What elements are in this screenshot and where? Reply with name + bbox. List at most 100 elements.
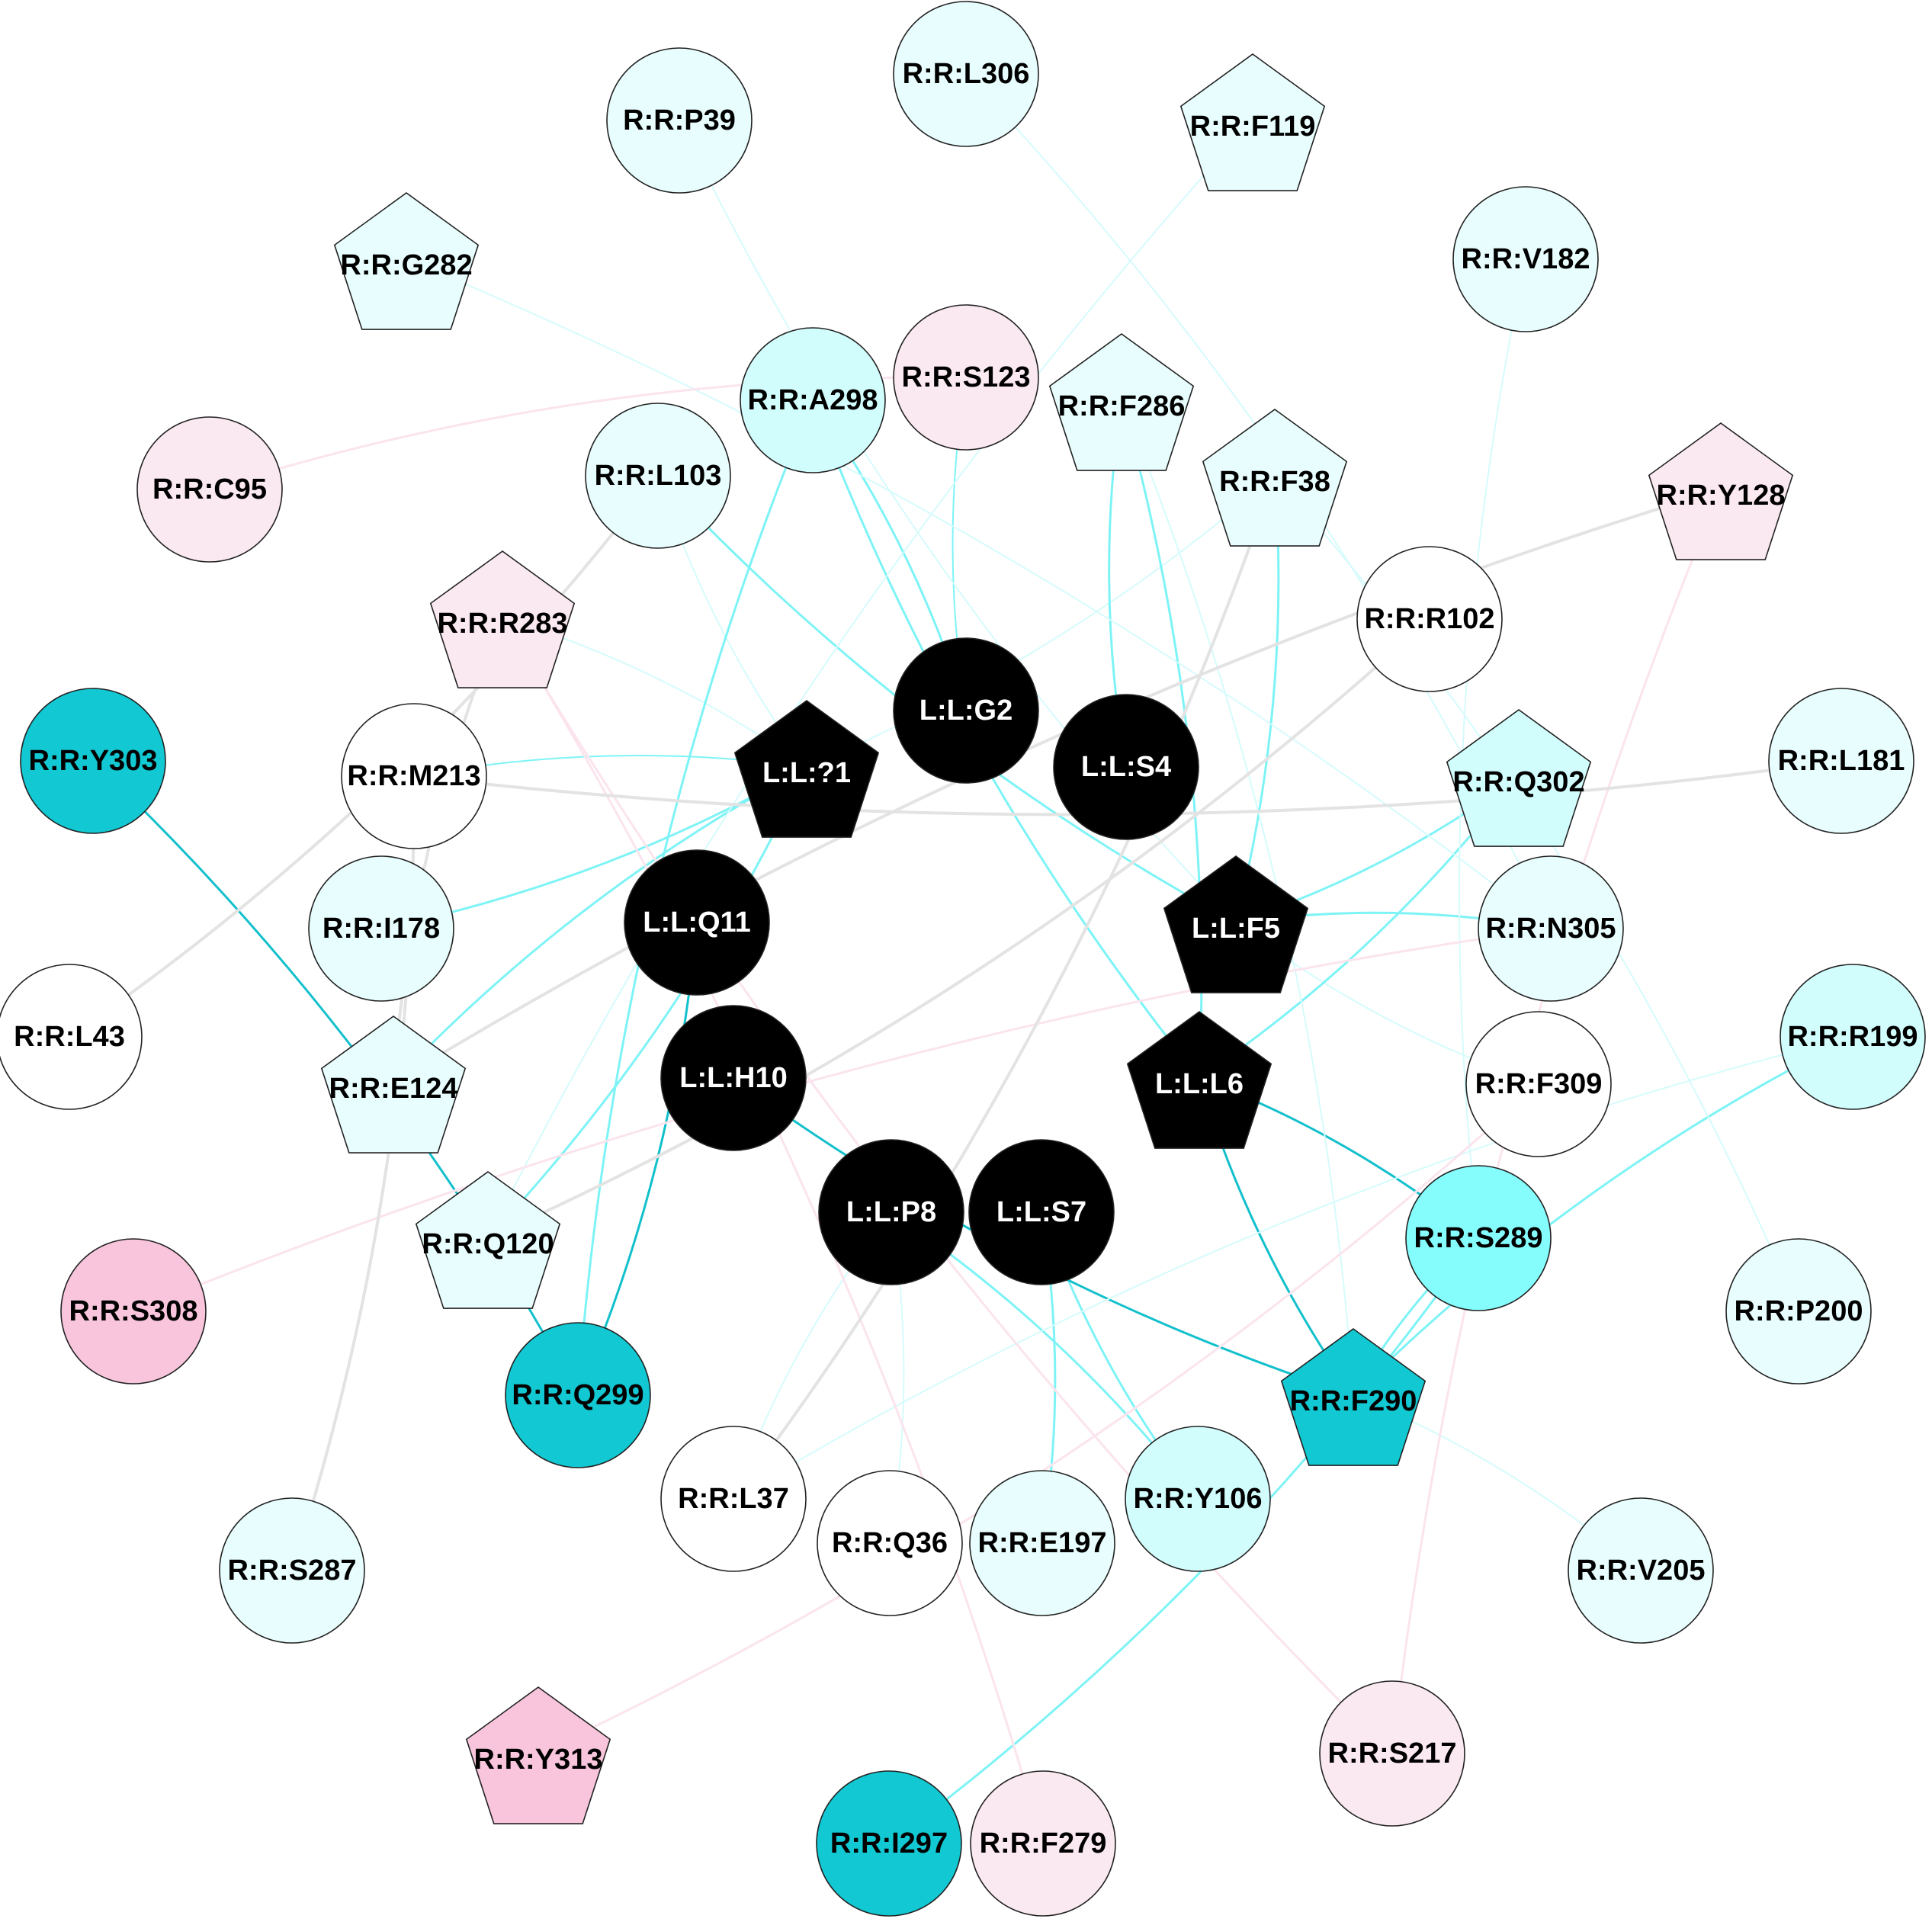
node-label: R:R:V205: [1577, 1555, 1706, 1587]
pentagon-node-shape: [320, 1016, 467, 1154]
node-label: R:R:G282: [340, 249, 472, 281]
node-label: R:R:F290: [1290, 1385, 1417, 1417]
circle-node-shape: [816, 1770, 962, 1917]
node-r-r-m213[interactable]: R:R:M213: [341, 703, 487, 849]
pentagon-node-shape: [1202, 409, 1348, 547]
node-l-l-f5[interactable]: L:L:F5: [1163, 855, 1309, 993]
node-r-r-y303[interactable]: R:R:Y303: [20, 688, 166, 834]
node-label: L:L:S4: [1081, 751, 1171, 783]
node-l-l-p8[interactable]: L:L:P8: [818, 1139, 964, 1285]
node-label: R:R:F119: [1190, 111, 1316, 143]
node-r-r-s308[interactable]: R:R:S308: [60, 1238, 207, 1385]
node-label: R:R:Q299: [512, 1379, 643, 1411]
edge-r-r-s308-to-r-r-n305: [133, 927, 1552, 1313]
node-r-r-f309[interactable]: R:R:F309: [1465, 1011, 1612, 1157]
node-label: R:R:S217: [1328, 1738, 1457, 1770]
node-label: L:L:Q11: [643, 906, 750, 939]
node-r-r-a298[interactable]: R:R:A298: [740, 327, 886, 473]
node-r-r-v205[interactable]: R:R:V205: [1568, 1497, 1714, 1644]
circle-node-shape: [893, 637, 1039, 784]
node-label: L:L:P8: [846, 1196, 936, 1228]
circle-node-shape: [1053, 694, 1199, 840]
node-r-r-r102[interactable]: R:R:R102: [1356, 546, 1503, 692]
node-r-r-g282[interactable]: R:R:G282: [333, 192, 480, 330]
node-r-r-p39[interactable]: R:R:P39: [606, 47, 753, 194]
node-r-r-y128[interactable]: R:R:Y128: [1648, 422, 1794, 560]
node-r-r-l181[interactable]: R:R:L181: [1768, 688, 1914, 834]
node-label: R:R:S289: [1414, 1222, 1543, 1254]
node-label: R:R:V182: [1462, 243, 1590, 275]
node-r-r-q36[interactable]: R:R:Q36: [817, 1470, 963, 1616]
circle-node-shape: [0, 964, 143, 1110]
node-label: R:R:Q36: [832, 1527, 948, 1559]
node-r-r-f119[interactable]: R:R:F119: [1179, 53, 1326, 191]
node-label: L:L:?1: [762, 757, 851, 789]
edge-r-r-r102-to-r-r-q120: [487, 618, 1431, 1240]
node-r-r-r199[interactable]: R:R:R199: [1780, 964, 1926, 1110]
node-r-r-y313[interactable]: R:R:Y313: [465, 1686, 611, 1824]
edge-r-r-r199-to-r-r-l37: [733, 1036, 1853, 1500]
node-r-r-l306[interactable]: R:R:L306: [893, 1, 1039, 147]
node-l-l-s4[interactable]: L:L:S4: [1053, 694, 1199, 840]
pentagon-node-shape: [1126, 1011, 1272, 1149]
node-l-l-1[interactable]: L:L:?1: [733, 700, 880, 838]
node-r-r-q299[interactable]: R:R:Q299: [505, 1322, 651, 1468]
node-r-r-s289[interactable]: R:R:S289: [1405, 1165, 1552, 1311]
node-label: R:R:I297: [830, 1827, 948, 1859]
node-l-l-g2[interactable]: L:L:G2: [893, 637, 1039, 784]
node-r-r-f38[interactable]: R:R:F38: [1202, 409, 1348, 547]
node-r-r-l37[interactable]: R:R:L37: [660, 1426, 807, 1572]
node-label: R:R:E124: [329, 1073, 458, 1105]
circle-node-shape: [1725, 1238, 1872, 1385]
node-r-r-r283[interactable]: R:R:R283: [429, 550, 576, 688]
node-r-r-i297[interactable]: R:R:I297: [816, 1770, 962, 1917]
node-r-r-e124[interactable]: R:R:E124: [320, 1016, 467, 1154]
node-label: R:R:Q302: [1452, 766, 1584, 798]
node-r-r-p200[interactable]: R:R:P200: [1725, 1238, 1872, 1385]
circle-node-shape: [818, 1139, 964, 1285]
node-l-l-h10[interactable]: L:L:H10: [660, 1005, 807, 1151]
circle-node-shape: [341, 703, 487, 849]
circle-node-shape: [740, 327, 886, 473]
node-r-r-s287[interactable]: R:R:S287: [219, 1497, 365, 1644]
node-label: R:R:R283: [437, 608, 567, 640]
node-r-r-f290[interactable]: R:R:F290: [1280, 1328, 1427, 1466]
node-r-r-y106[interactable]: R:R:Y106: [1125, 1426, 1271, 1572]
node-label: L:L:F5: [1192, 913, 1280, 945]
circle-node-shape: [660, 1426, 807, 1572]
circle-node-shape: [968, 1139, 1115, 1285]
node-r-r-q302[interactable]: R:R:Q302: [1446, 709, 1592, 847]
node-r-r-i178[interactable]: R:R:I178: [308, 855, 454, 1002]
circle-node-shape: [20, 688, 166, 834]
edge-r-r-f38-to-r-r-l37: [732, 475, 1276, 1500]
circle-node-shape: [308, 855, 454, 1002]
circle-node-shape: [817, 1470, 963, 1616]
node-l-l-s7[interactable]: L:L:S7: [968, 1139, 1115, 1285]
node-label: R:R:S287: [228, 1555, 357, 1587]
node-r-r-q120[interactable]: R:R:Q120: [415, 1171, 561, 1309]
node-r-r-l43[interactable]: R:R:L43: [0, 964, 143, 1110]
node-label: L:L:S7: [996, 1196, 1086, 1228]
node-label: R:R:Y313: [474, 1744, 603, 1776]
node-label: R:R:L306: [903, 58, 1030, 90]
edge-r-r-y313-to-r-r-f309: [538, 1083, 1540, 1755]
pentagon-node-shape: [465, 1686, 611, 1824]
node-r-r-f286[interactable]: R:R:F286: [1048, 333, 1195, 471]
node-r-r-n305[interactable]: R:R:N305: [1478, 855, 1624, 1002]
node-r-r-l103[interactable]: R:R:L103: [585, 403, 731, 549]
node-r-r-c95[interactable]: R:R:C95: [136, 416, 283, 563]
node-r-r-s123[interactable]: R:R:S123: [893, 304, 1039, 451]
node-r-r-s217[interactable]: R:R:S217: [1319, 1680, 1465, 1827]
node-label: R:R:I178: [323, 913, 440, 945]
node-l-l-l6[interactable]: L:L:L6: [1126, 1011, 1272, 1149]
circle-node-shape: [1768, 688, 1914, 834]
edge-l-l-1-to-r-r-q120: [486, 766, 808, 1240]
node-r-r-e197[interactable]: R:R:E197: [969, 1470, 1115, 1616]
node-l-l-q11[interactable]: L:L:Q11: [624, 849, 770, 996]
node-r-r-f279[interactable]: R:R:F279: [970, 1770, 1116, 1917]
node-r-r-v182[interactable]: R:R:V182: [1452, 186, 1599, 332]
node-label: L:L:G2: [919, 695, 1013, 727]
node-label: R:R:R199: [1787, 1021, 1918, 1053]
